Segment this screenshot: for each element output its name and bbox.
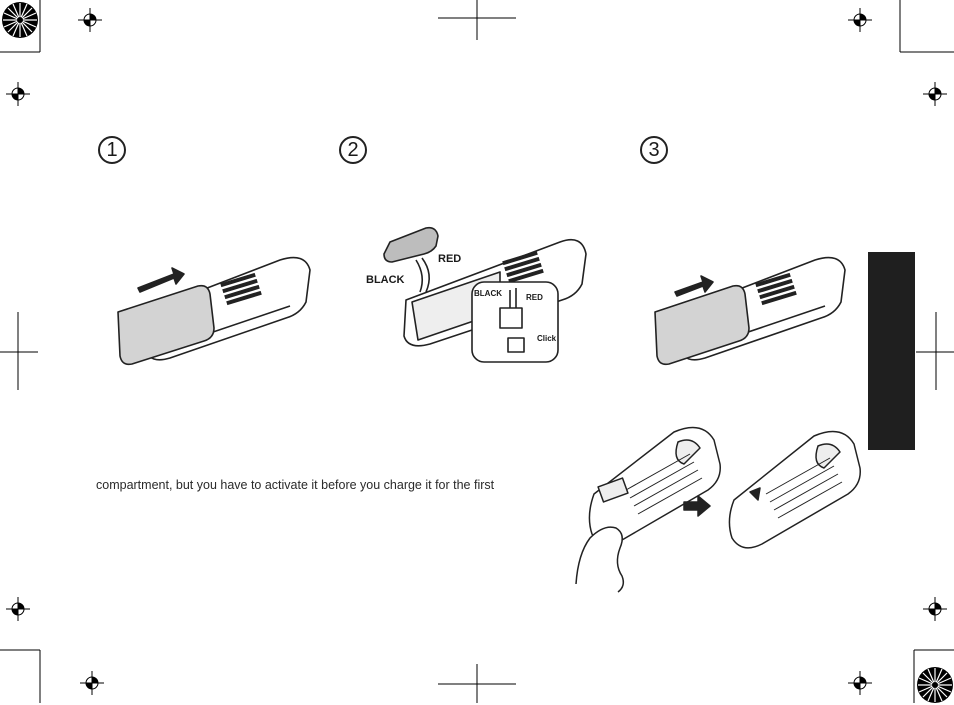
inset-red-label: RED bbox=[526, 293, 543, 302]
handset-remove-cover-illustration bbox=[117, 256, 311, 366]
step-number-3: 3 bbox=[640, 136, 668, 164]
black-wire-label: BLACK bbox=[366, 274, 405, 286]
step-number-1: 1 bbox=[98, 136, 126, 164]
body-text: compartment, but you have to activate it… bbox=[96, 478, 495, 492]
inset-click-label: Click bbox=[537, 334, 557, 343]
step-number-2: 2 bbox=[339, 136, 367, 164]
registration-starburst-icon bbox=[2, 2, 38, 38]
inset-black-label: BLACK bbox=[474, 289, 502, 298]
section-tab bbox=[868, 252, 915, 450]
battery-connection-illustration bbox=[383, 226, 587, 363]
red-wire-label: RED bbox=[438, 253, 462, 265]
battery-activation-tab-illustration bbox=[575, 426, 861, 593]
registration-starburst-icon bbox=[917, 667, 953, 703]
handset-replace-cover-illustration bbox=[654, 256, 846, 366]
